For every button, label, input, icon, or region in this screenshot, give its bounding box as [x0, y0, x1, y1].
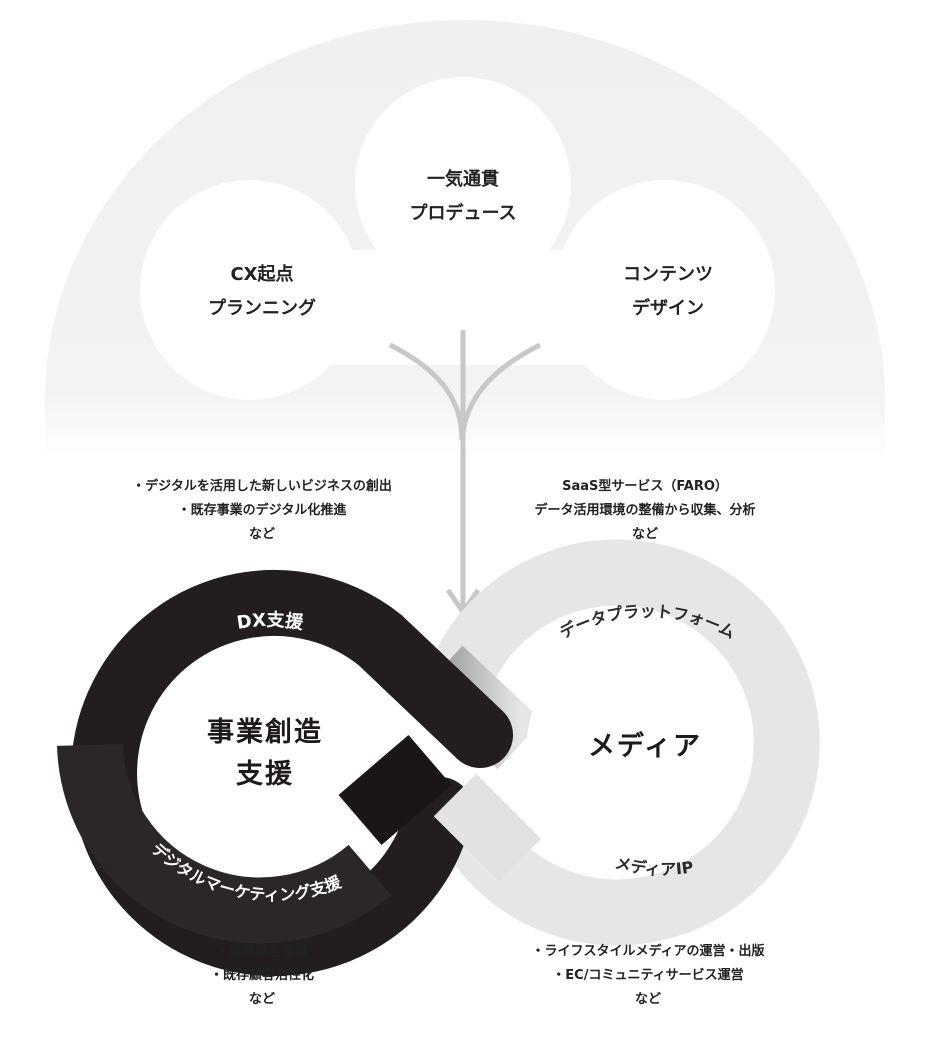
desc-bottom-left-line3: など: [248, 992, 276, 1007]
bubble-left-label: CX起点 プランニング: [208, 258, 316, 326]
merge-arrow: [388, 330, 542, 617]
center-left-line1: 事業創造: [207, 717, 323, 748]
desc-bottom-right-line2: ・EC/コミュニティサービス運営: [552, 968, 744, 983]
desc-top-left: ・デジタルを活用した新しいビジネスの創出 ・既存事業のデジタル化推進 など: [132, 475, 392, 547]
arc-label-dx: DX支援: [235, 609, 305, 634]
center-left-label: 事業創造 支援: [207, 712, 323, 796]
center-right-line1: メディア: [587, 731, 703, 762]
left-loop: [57, 570, 513, 976]
desc-bottom-left: ・新規顧客獲得 ・既存顧客活性化 など: [210, 940, 314, 1012]
bubble-left-line1: CX起点: [230, 264, 294, 285]
desc-bottom-left-line2: ・既存顧客活性化: [209, 968, 315, 983]
center-left-line2: 支援: [236, 759, 294, 790]
bubble-right-line2: デザイン: [632, 298, 704, 319]
desc-top-right-line1: SaaS型サービス（FARO）: [562, 479, 728, 494]
bubble-top-line2: プロデュース: [409, 203, 517, 224]
desc-bottom-left-line1: ・新規顧客獲得: [216, 944, 308, 959]
desc-bottom-right-line3: など: [634, 992, 661, 1007]
desc-bottom-right: ・ライフスタイルメディアの運営・出版 ・EC/コミュニティサービス運営 など: [531, 940, 764, 1012]
desc-top-right: SaaS型サービス（FARO） データ活用環境の整備から収集、分析 など: [534, 475, 755, 547]
center-right-label: メディア: [588, 726, 702, 768]
bubble-right-label: コンテンツ デザイン: [623, 258, 713, 326]
desc-top-left-line3: など: [248, 527, 275, 542]
desc-bottom-right-line1: ・ライフスタイルメディアの運営・出版: [531, 944, 765, 959]
right-loop-hole: [527, 637, 743, 853]
bubble-top-label: 一気通貫 プロデュース: [409, 163, 516, 231]
arc-label-media-ip: メディアIP: [613, 853, 695, 879]
lower-crossover: [433, 773, 542, 882]
desc-top-right-line3: など: [631, 527, 659, 542]
bubble-left-line2: プランニング: [208, 298, 316, 319]
bubble-right-line1: コンテンツ: [623, 264, 713, 285]
desc-top-left-line2: ・既存事業のデジタル化推進: [177, 503, 347, 518]
bubble-top-line1: 一気通貫: [426, 169, 499, 190]
desc-top-right-line2: データ活用環境の整備から収集、分析: [534, 503, 756, 518]
bubble-dip: [366, 283, 560, 330]
desc-top-left-line1: ・デジタルを活用した新しいビジネスの創出: [132, 479, 392, 494]
